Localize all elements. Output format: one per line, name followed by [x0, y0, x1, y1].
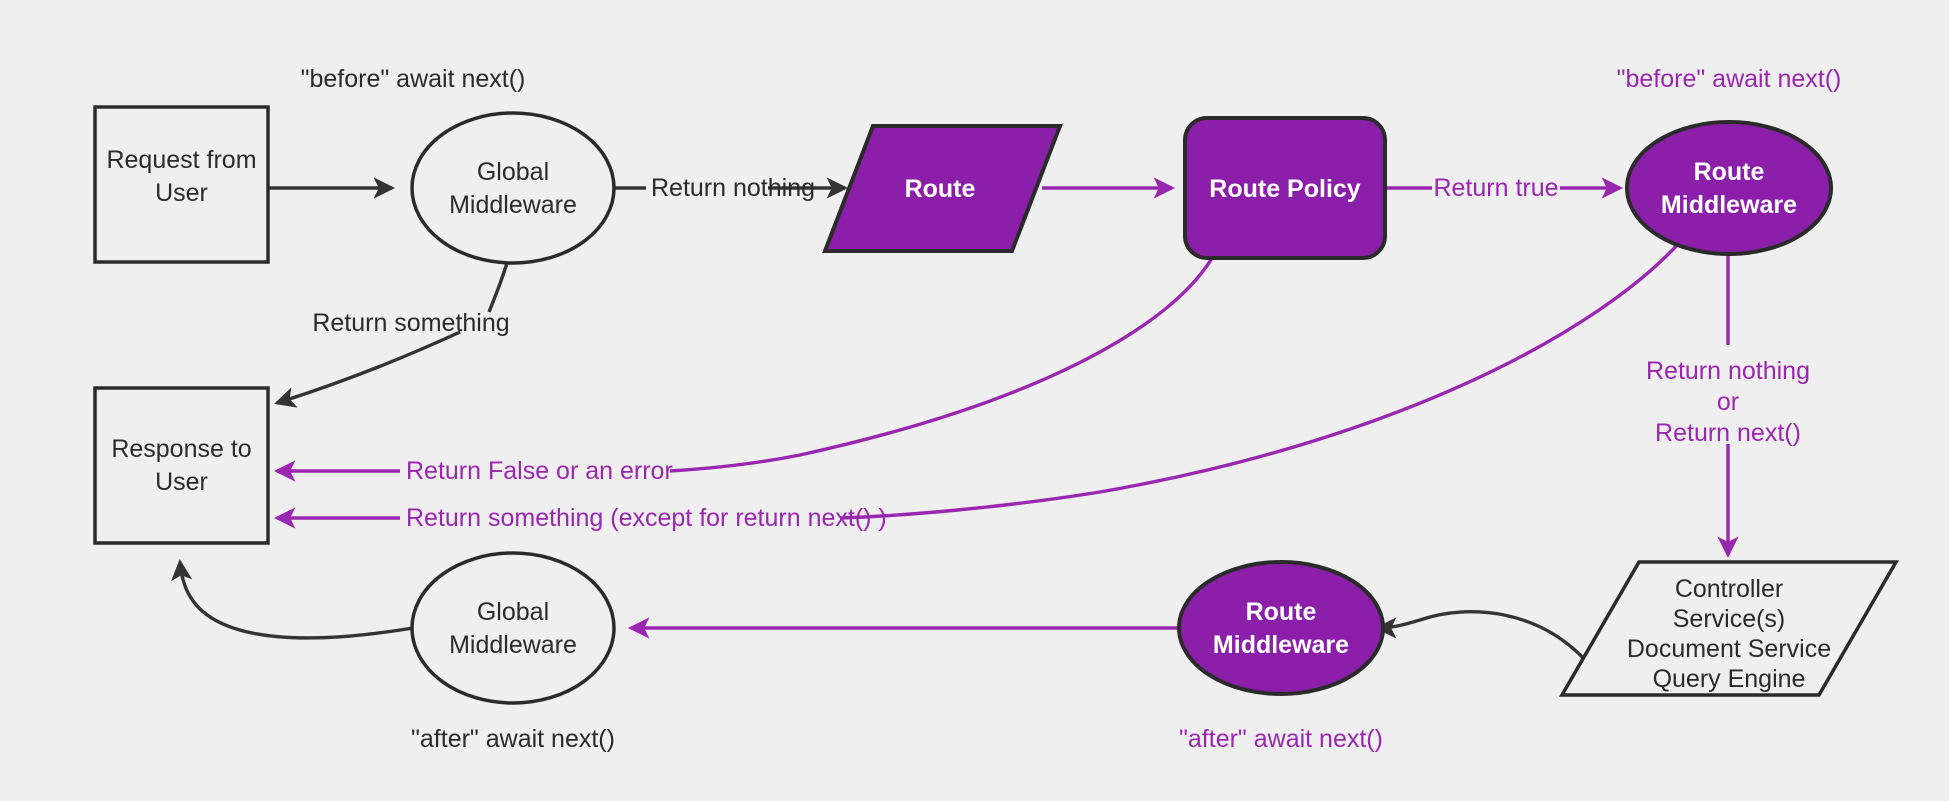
- edge-label-return-true: Return true: [1433, 174, 1558, 202]
- node-label-controller-stack-line3: Document Service: [1627, 635, 1831, 663]
- node-label-global-middleware-before-line2: Middleware: [449, 191, 577, 219]
- node-global-middleware-before[interactable]: Global Middleware: [410, 111, 616, 265]
- annotation-before-await-next-route-middleware: "before" await next(): [1617, 65, 1842, 93]
- node-route-policy[interactable]: Route Policy: [1183, 116, 1387, 260]
- node-label-response-to-user-line2: User: [155, 468, 208, 496]
- edge-label-or: or: [1717, 388, 1739, 416]
- node-route[interactable]: Route: [822, 124, 1063, 253]
- edge-route-middleware-to-controller: Return nothing or Return next(): [1646, 253, 1810, 559]
- edge-global-after-to-response: [171, 558, 414, 640]
- node-label-controller-stack-line2: Service(s): [1673, 605, 1786, 633]
- edge-route-policy-to-response: Return False or an error: [273, 250, 1218, 485]
- node-label-route-middleware-before-line2: Middleware: [1661, 191, 1797, 219]
- node-label-route-middleware-after-line2: Middleware: [1213, 631, 1349, 659]
- annotation-after-await-next-global: "after" await next(): [411, 725, 615, 753]
- edge-label-return-nothing-right: Return nothing: [1646, 357, 1810, 385]
- node-label-route-middleware-before-line1: Route: [1694, 158, 1765, 186]
- edge-label-return-false-or-error: Return False or an error: [406, 457, 673, 485]
- node-controller-stack[interactable]: Controller Service(s) Document Service Q…: [1558, 560, 1900, 697]
- node-request-from-user[interactable]: Request from User: [93, 105, 270, 264]
- edge-label-return-next: Return next(): [1655, 419, 1801, 447]
- edge-route-middleware-to-response: Return something (except for return next…: [273, 240, 1682, 532]
- node-label-route: Route: [905, 175, 976, 203]
- edge-global-middleware-to-route: Return nothing: [614, 174, 849, 202]
- node-label-controller-stack-line4: Query Engine: [1653, 665, 1806, 693]
- edge-route-policy-to-route-middleware: Return true: [1384, 174, 1624, 202]
- node-route-middleware-after[interactable]: Route Middleware: [1177, 560, 1385, 696]
- node-label-controller-stack-line1: Controller: [1675, 575, 1783, 603]
- edge-label-return-nothing: Return nothing: [651, 174, 815, 202]
- node-route-middleware-before[interactable]: Route Middleware: [1625, 120, 1833, 256]
- node-label-global-middleware-before-line1: Global: [477, 158, 549, 186]
- edge-label-return-something: Return something: [312, 309, 509, 337]
- node-label-route-policy: Route Policy: [1209, 175, 1361, 203]
- node-label-global-middleware-after-line1: Global: [477, 598, 549, 626]
- edge-label-return-something-except-next: Return something (except for return next…: [406, 504, 887, 532]
- edge-global-middleware-to-response: Return something: [274, 245, 514, 408]
- node-label-response-to-user-line1: Response to: [111, 435, 251, 463]
- node-label-route-middleware-after-line1: Route: [1246, 598, 1317, 626]
- node-label-request-from-user-line1: Request from: [106, 146, 256, 174]
- node-label-request-from-user-line2: User: [155, 179, 208, 207]
- node-label-global-middleware-after-line2: Middleware: [449, 631, 577, 659]
- annotation-after-await-next-route-middleware: "after" await next(): [1179, 725, 1383, 753]
- edge-controller-to-route-middleware-after: [1374, 610, 1589, 664]
- node-global-middleware-after[interactable]: Global Middleware: [410, 551, 616, 705]
- annotation-before-await-next-global: "before" await next(): [301, 65, 526, 93]
- node-response-to-user[interactable]: Response to User: [93, 386, 270, 545]
